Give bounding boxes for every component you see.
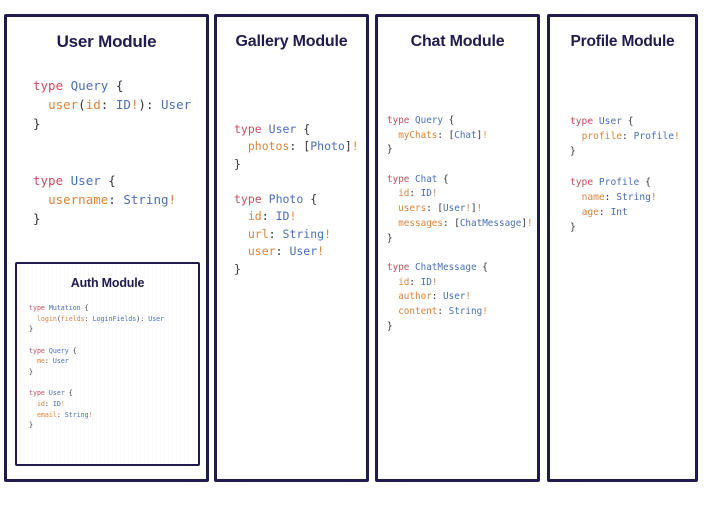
module-title-chat: Chat Module xyxy=(410,33,505,50)
module-title-auth: Auth Module xyxy=(70,276,145,290)
module-card-auth[interactable]: Auth Module type Mutation { login(fields… xyxy=(15,262,200,466)
schema-code-gallery: type User { photos: [Photo]!} type Photo… xyxy=(234,122,359,276)
module-title-user: User Module xyxy=(56,32,157,51)
schema-code-user: type Query { user(id: ID!): User} type U… xyxy=(33,78,192,226)
schema-code-auth: type Mutation { login(fields: LoginField… xyxy=(29,304,165,430)
module-title-gallery: Gallery Module xyxy=(235,33,348,50)
module-title-profile: Profile Module xyxy=(570,33,675,50)
module-card-gallery[interactable]: Gallery Module type User { photos: [Phot… xyxy=(214,14,369,482)
module-card-profile[interactable]: Profile Module type User { profile: Prof… xyxy=(547,14,698,482)
module-card-chat[interactable]: Chat Module type Query { myChats: [Chat]… xyxy=(375,14,540,482)
module-card-user[interactable]: User Module type Query { user(id: ID!): … xyxy=(4,14,209,482)
schema-code-profile: type User { profile: Profile!} type Prof… xyxy=(570,116,680,234)
schema-code-chat: type Query { myChats: [Chat]!} type Chat… xyxy=(387,115,533,332)
